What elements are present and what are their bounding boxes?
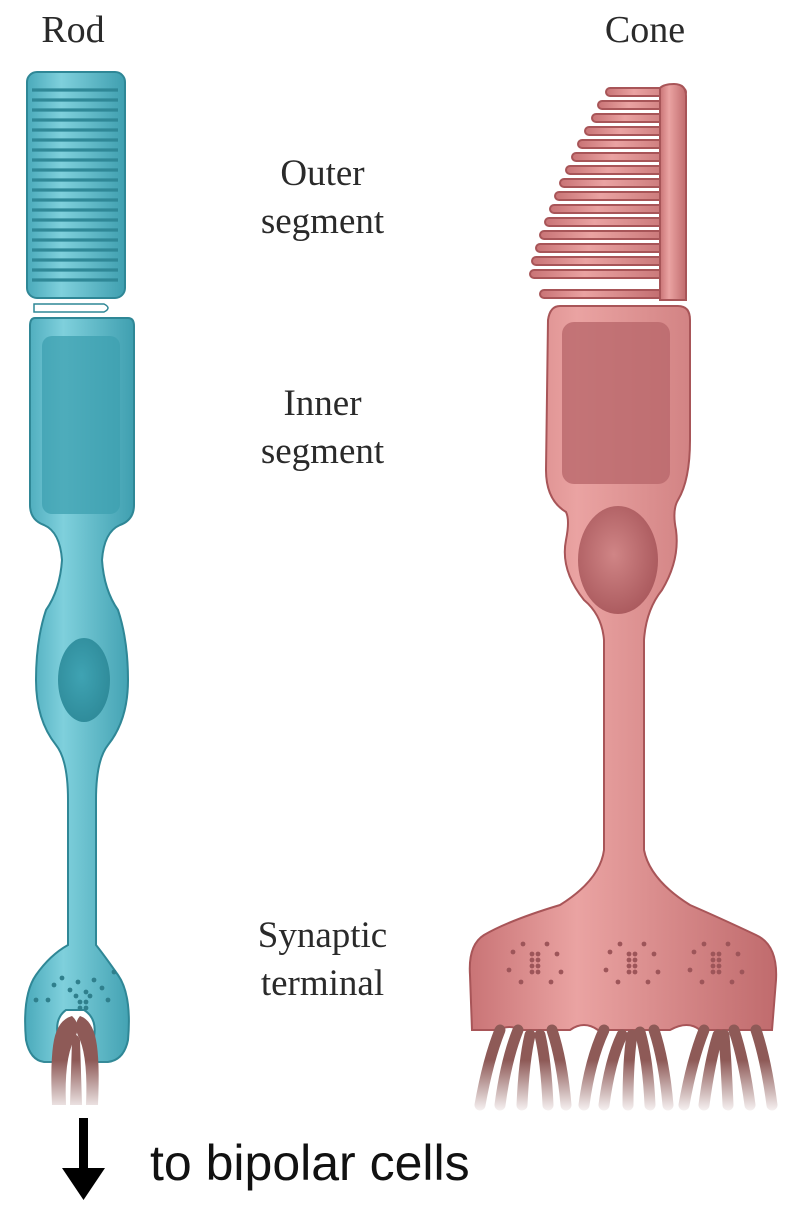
cone-inner-segment (562, 322, 670, 484)
dendrite-fade (0, 1060, 787, 1115)
cone-cell (470, 84, 776, 1105)
rod-nucleus (58, 638, 110, 722)
down-arrow-icon (62, 1118, 105, 1200)
cone-nucleus (578, 506, 658, 614)
rod-outer-segment (27, 72, 125, 298)
cone-outer-segment (660, 84, 686, 300)
rod-inner-segment (42, 336, 120, 514)
rod-cell (25, 72, 134, 1105)
